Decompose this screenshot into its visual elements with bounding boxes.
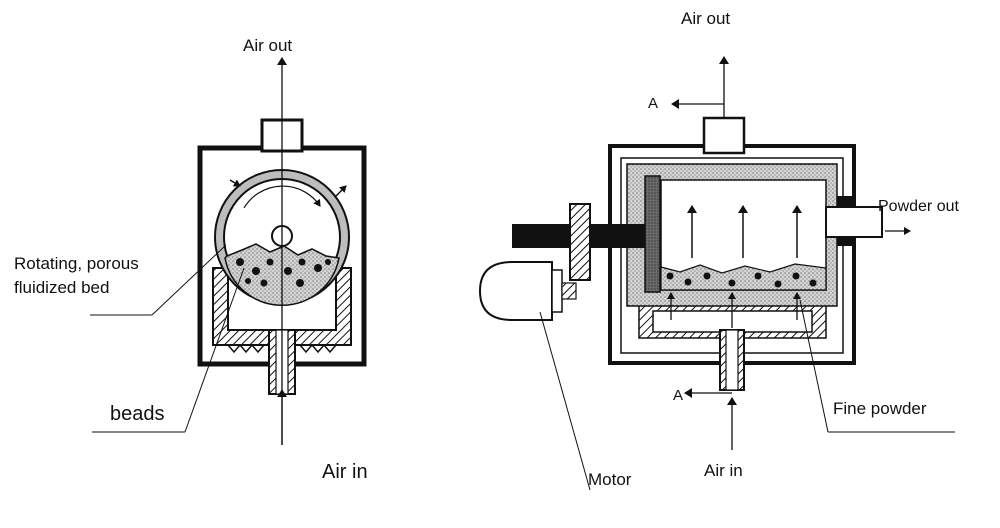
beads-cluster: [236, 258, 331, 287]
fine-powder-leader: [799, 299, 829, 433]
left-air-out-label: Air out: [243, 36, 292, 55]
fine-powder-layer: [660, 263, 827, 291]
left-air-in-label: Air in: [322, 461, 368, 483]
end-plate: [644, 175, 661, 293]
bed-leader: [151, 244, 227, 316]
bed-label-line2: fluidized bed: [14, 278, 109, 297]
motor-body: [478, 261, 553, 321]
left-spring: [227, 343, 265, 354]
rotation-arrow-right: [335, 185, 347, 197]
powder-outlet-pipe: [825, 206, 883, 238]
motor-label: Motor: [588, 470, 632, 489]
beads-label: beads: [110, 403, 165, 425]
section-a-top-label: A: [648, 95, 658, 112]
left-apparatus: [90, 57, 367, 445]
section-a-bottom-label: A: [673, 387, 683, 404]
rotation-arrow-left: [229, 179, 241, 187]
right-exhaust-pipe: [702, 116, 746, 155]
beads-leader: [184, 267, 245, 433]
right-beads: [666, 272, 817, 288]
bed-label-line1: Rotating, porous: [14, 254, 139, 273]
right-apparatus: [478, 56, 955, 491]
right-air-in-label: Air in: [704, 461, 743, 480]
right-air-out-label: Air out: [681, 9, 730, 28]
motor-leader: [539, 311, 591, 491]
right-spring: [299, 343, 337, 354]
fine-powder-label: Fine powder: [833, 399, 927, 418]
powder-out-label: Powder out: [878, 198, 959, 215]
drive-gear: [569, 203, 591, 281]
